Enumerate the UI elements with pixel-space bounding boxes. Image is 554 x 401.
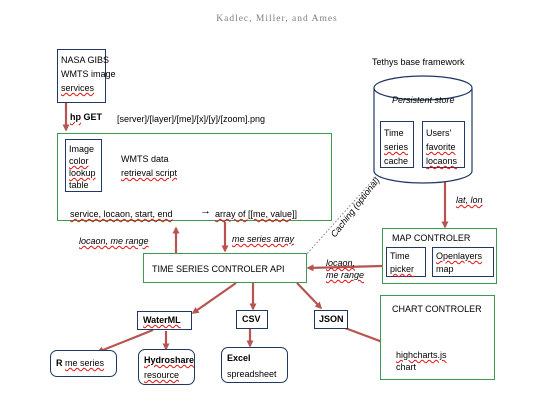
http-get-label: hp GET xyxy=(70,112,103,122)
page-header: Kadlec, Miller, and Ames xyxy=(216,14,338,24)
time-picker-box xyxy=(386,247,426,277)
ts-cache-line-3: cache xyxy=(384,156,409,166)
csv-label: CSV xyxy=(242,314,261,324)
chart-controller-box xyxy=(380,295,495,380)
excel-line-1: Excel xyxy=(227,353,251,363)
tethys-title: Tethys base framework xyxy=(372,57,465,67)
script-line-2: retrieval script xyxy=(121,168,178,178)
waterml-label: WaterML xyxy=(143,315,181,325)
lut-line-1: Image xyxy=(69,144,95,154)
ts-cache-line-1: Time xyxy=(384,128,404,138)
favorites-line-1: Users' xyxy=(426,128,452,138)
nasa-gibs-box xyxy=(57,49,106,103)
arrow-api-to-json xyxy=(296,282,323,310)
waterml-box xyxy=(137,311,192,330)
nasa-line-1: NASA GIBS xyxy=(61,55,110,65)
favorites-box xyxy=(422,121,465,168)
chart-line-2: chart xyxy=(396,362,417,372)
ts-cache-box xyxy=(380,121,414,168)
script-output: array of [[me, value]] xyxy=(215,209,298,219)
lut-line-3: lookup xyxy=(69,168,96,178)
r-time-series-box xyxy=(50,350,117,377)
r-time-series-label: R me series xyxy=(56,358,105,368)
right-arrow-icon: → xyxy=(200,205,211,217)
favorites-line-3: locaons xyxy=(426,156,458,166)
hydroshare-box xyxy=(138,349,195,385)
arrow-api-to-waterml xyxy=(191,282,237,314)
time-picker-line-2: picker xyxy=(390,264,415,274)
nasa-line-3: services xyxy=(61,83,95,93)
excel-line-2: spreadsheet xyxy=(227,369,277,379)
map-controller-title: MAP CONTROLER xyxy=(392,233,471,243)
csv-box xyxy=(236,310,268,329)
lat-lon-label: lat, lon xyxy=(456,195,483,205)
script-line-1: WMTS data xyxy=(121,154,169,164)
openlayers-line-1: Openlayers xyxy=(436,251,483,261)
ts-cache-line-2: series xyxy=(384,142,409,152)
favorites-line-2: favorite xyxy=(426,142,456,152)
json-label: JSON xyxy=(319,314,344,324)
url-template: [server]/[layer]/[me]/[x]/[y]/[zoom].png xyxy=(117,114,266,124)
nasa-line-2: WMTS image xyxy=(61,69,116,79)
location-time-range-label-left: locaon, me range xyxy=(79,236,149,246)
ts-controller-api-title: TIME SERIES CONTROLER API xyxy=(152,264,285,274)
openlayers-box xyxy=(432,247,494,277)
chart-controller-title: CHART CONTROLER xyxy=(392,304,482,314)
lut-line-4: table xyxy=(69,180,89,190)
time-series-array-label: me series array xyxy=(232,234,295,244)
color-lookup-table-box xyxy=(65,139,102,192)
time-picker-line-1: Time xyxy=(390,251,410,261)
hydroshare-line-2: resource xyxy=(144,370,180,380)
script-params: service, locaon, start, end xyxy=(70,209,173,219)
chart-line-1: highcharts.js xyxy=(396,350,447,360)
arrow-map-to-api xyxy=(306,264,383,272)
excel-box xyxy=(221,347,288,383)
arrow-waterml-to-r xyxy=(96,328,154,354)
persistent-store-title: Persistent store xyxy=(392,95,455,105)
location-label-right: locaon, xyxy=(326,258,356,268)
openlayers-line-2: map xyxy=(436,264,454,274)
wmts-retrieval-box xyxy=(57,133,332,221)
hydroshare-line-1: Hydroshare xyxy=(144,355,195,365)
lut-line-2: color xyxy=(69,156,89,166)
time-range-label-right: me range xyxy=(326,270,365,280)
json-box xyxy=(314,310,348,329)
ts-controller-api-box xyxy=(143,253,307,283)
